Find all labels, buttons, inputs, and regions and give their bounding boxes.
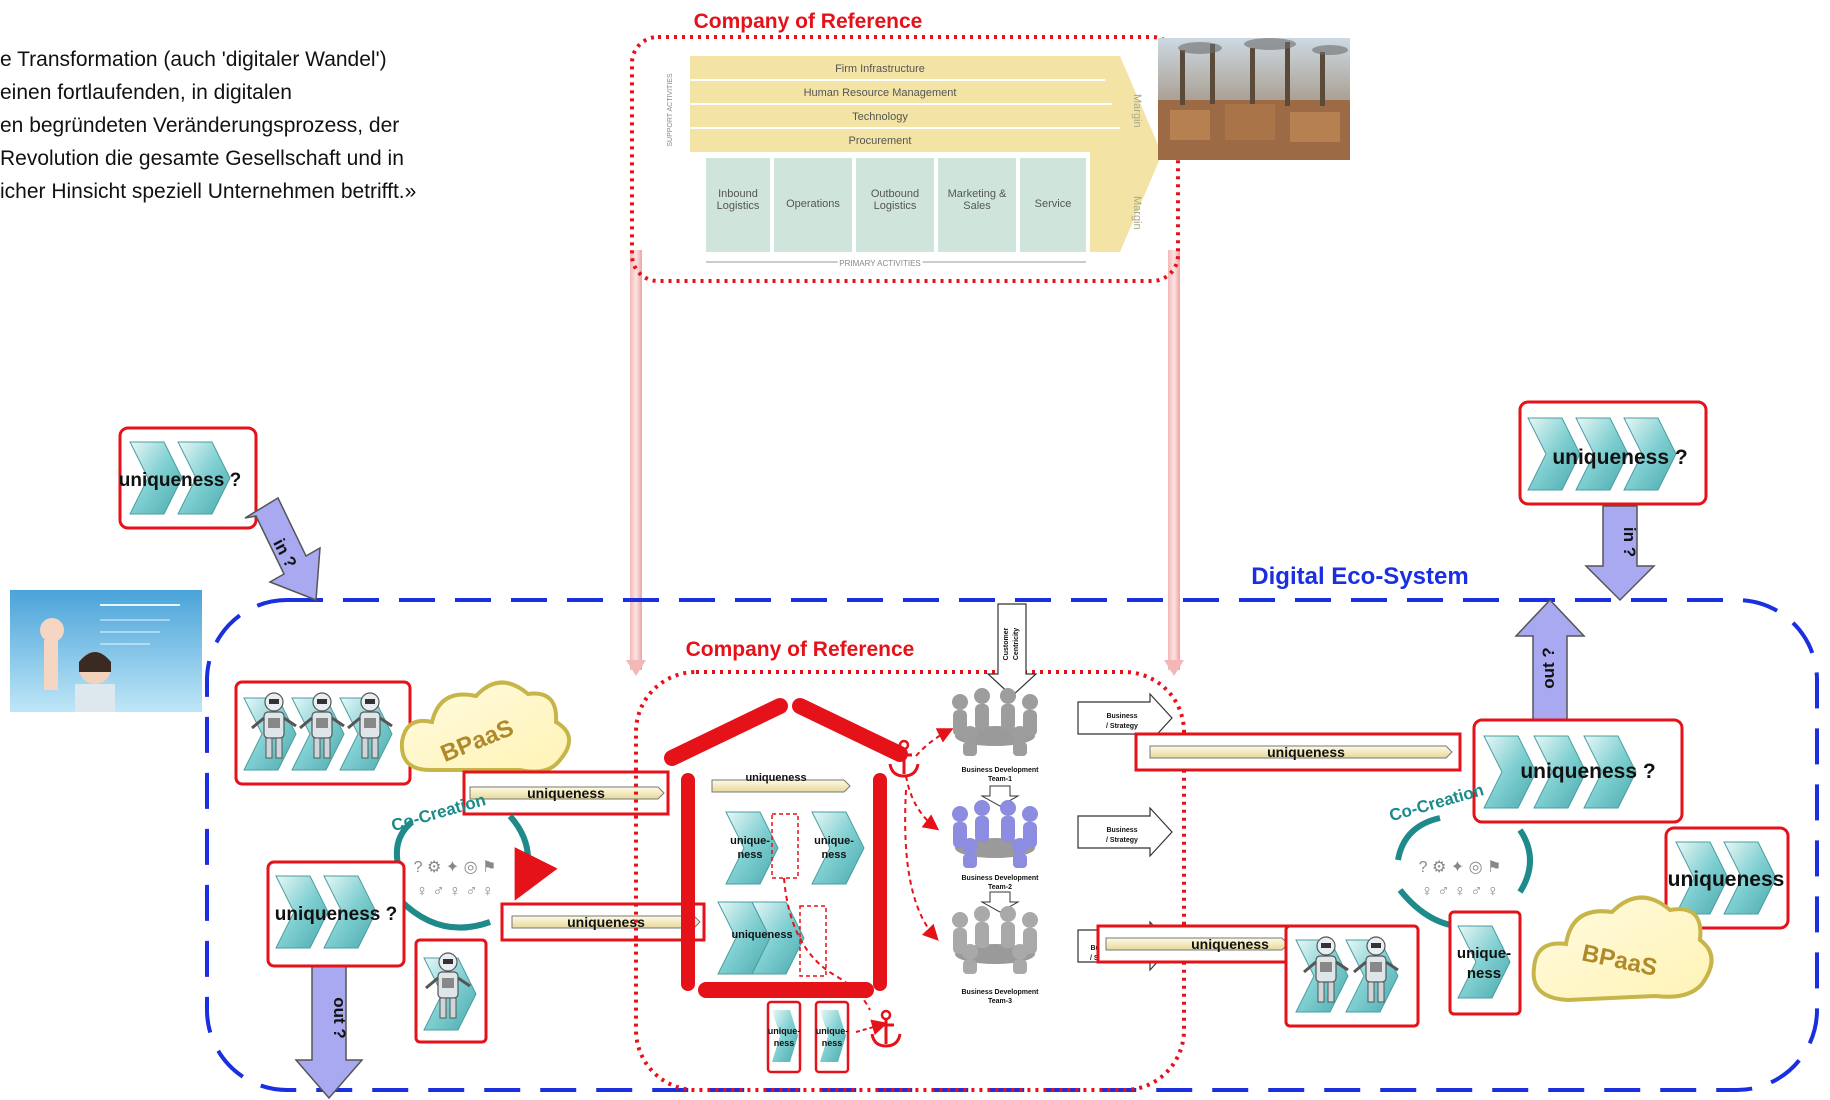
business-label: Business <box>1106 713 1137 720</box>
uniqueness-q-label: uniqueness ? <box>275 904 397 925</box>
uniqueness-label: uniqueness <box>1191 936 1269 952</box>
uniqueness-q-label: uniqueness ? <box>119 470 241 491</box>
centricity-label: Centricity <box>1013 628 1020 660</box>
robot-chevrons-left <box>234 680 412 786</box>
strategy-label: / Strategy <box>1106 723 1138 730</box>
business-strategy-arrow-1: Business / Strategy <box>1077 692 1173 744</box>
unique-ness-box-bottom-1: unique- ness <box>766 1000 802 1074</box>
bpaas-cloud-left: BPaaS <box>399 680 571 774</box>
uniqueness-bar-right-2: uniqueness <box>1096 924 1298 964</box>
pillar-right <box>1168 250 1180 670</box>
quote-line: einen fortlaufenden, in digitalen <box>0 81 292 104</box>
svg-text:♀ ♂ ♀ ♂ ♀: ♀ ♂ ♀ ♂ ♀ <box>416 883 494 900</box>
bd-team-2-label: Team-2 <box>988 884 1012 891</box>
uniqueness-label: uniqueness <box>1668 868 1785 891</box>
uniqueness-box-topleft: uniqueness ? <box>118 426 258 530</box>
vc-primary-item: Marketing & Sales <box>947 188 1007 212</box>
svg-text:? ⚙ ✦ ◎ ⚑: ? ⚙ ✦ ◎ ⚑ <box>414 859 497 876</box>
out-q-label: out ? <box>330 997 349 1039</box>
uniqueness-label: uniqueness <box>567 914 645 930</box>
unique-ness-label: ness <box>774 1038 795 1048</box>
vc-support-item: Human Resource Management <box>804 87 957 99</box>
unique-ness-label: unique- <box>1457 945 1511 962</box>
unique-ness-label: ness <box>1467 965 1501 982</box>
quote-line: en begründeten Veränderungsprozess, der <box>0 114 400 137</box>
team-2: Business Development Team-2 <box>952 800 1039 891</box>
primary-activities-label: PRIMARY ACTIVITIES <box>839 259 921 268</box>
bd-team-1-label: Business Development <box>961 767 1039 774</box>
unique-ness-label: unique- <box>768 1026 801 1036</box>
uniqueness-label: uniqueness <box>731 929 792 941</box>
unique-ness-box-right: unique- ness <box>1448 910 1522 1016</box>
support-activities-label: SUPPORT ACTIVITIES <box>667 73 674 147</box>
margin-label: Margin <box>1131 94 1143 128</box>
uniqueness-bar-right-1: uniqueness <box>1134 732 1462 772</box>
unique-ness-box-bottom-2: unique- ness <box>814 1000 850 1074</box>
in-arrow-right: in ? <box>1584 505 1656 602</box>
uniqueness-box-topright: uniqueness ? <box>1518 400 1708 506</box>
robot-chevrons-right <box>1284 924 1420 1028</box>
customer-label: Customer <box>1003 627 1010 660</box>
uniqueness-label: uniqueness <box>1267 744 1345 760</box>
business-strategy-arrow-2: Business / Strategy <box>1077 806 1173 858</box>
vc-support-item: Technology <box>852 111 908 123</box>
in-q-label: in ? <box>1620 527 1639 557</box>
unique-ness-label: unique- <box>816 1026 849 1036</box>
margin-label: Margin <box>1131 196 1143 230</box>
uniqueness-box-far-right: uniqueness <box>1664 826 1790 930</box>
uniqueness-box-right: uniqueness ? <box>1472 718 1684 824</box>
team-3: Business Development Team-3 <box>952 906 1039 1005</box>
in-arrow-left: in ? <box>244 496 321 602</box>
quote-line: e Transformation (auch 'digitaler Wandel… <box>0 48 387 71</box>
quote-line: icher Hinsicht speziell Unternehmen betr… <box>0 180 417 203</box>
bd-team-3-label: Team-3 <box>988 998 1012 1005</box>
robot-single-left <box>414 938 488 1044</box>
bd-team-3-label: Business Development <box>961 989 1039 996</box>
uniqueness-bar-left-2: uniqueness <box>500 902 706 942</box>
out-arrow-right: out ? <box>1514 598 1586 721</box>
unique-ness-label: ness <box>822 1038 843 1048</box>
vc-primary-item: Outbound Logistics <box>870 188 920 212</box>
customer-centricity-arrow: Customer Centricity <box>986 603 1038 697</box>
company-top-title: Company of Reference <box>694 10 923 33</box>
uniqueness-box-left: uniqueness ? <box>266 860 406 968</box>
vc-primary-item: Service <box>1034 198 1072 210</box>
unique-ness-label: unique- <box>730 835 770 847</box>
company-inner-frame <box>634 670 1186 1092</box>
uniqueness-q-label: uniqueness ? <box>1520 760 1655 783</box>
unique-ness-label: ness <box>737 849 762 861</box>
uniqueness-label: uniqueness <box>527 785 605 801</box>
pillar-left <box>630 250 642 670</box>
person-touchscreen-image <box>10 590 202 712</box>
out-q-label: out ? <box>1539 647 1558 689</box>
vc-support-item: Procurement <box>849 135 912 147</box>
out-arrow-left: out ? <box>294 961 364 1100</box>
factory-image <box>1158 38 1350 160</box>
uniqueness-label: uniqueness <box>745 772 806 784</box>
house-frame: uniqueness unique- ness unique- ness uni… <box>664 698 908 1011</box>
anchor-icon <box>870 1009 902 1048</box>
svg-text:? ⚙ ✦ ◎ ⚑: ? ⚙ ✦ ◎ ⚑ <box>1419 859 1502 876</box>
company-inner-title: Company of Reference <box>686 638 915 661</box>
uniqueness-q-label: uniqueness ? <box>1552 446 1687 469</box>
strategy-label: / Strategy <box>1106 837 1138 844</box>
svg-text:♀ ♂ ♀ ♂ ♀: ♀ ♂ ♀ ♂ ♀ <box>1421 883 1499 900</box>
team-1: Business Development Team-1 <box>952 688 1039 783</box>
bpaas-cloud-right: BPaaS <box>1531 895 1714 1003</box>
bd-team-1-label: Team-1 <box>988 776 1012 783</box>
vc-primary-item: Operations <box>786 198 840 210</box>
bd-team-2-label: Business Development <box>961 875 1039 882</box>
definition-quote: e Transformation (auch 'digitaler Wandel… <box>0 43 600 208</box>
vc-support-item: Firm Infrastructure <box>835 63 925 75</box>
vc-primary-item: Inbound Logistics <box>716 188 760 212</box>
unique-ness-label: ness <box>821 849 846 861</box>
quote-line: Revolution die gesamte Gesellschaft und … <box>0 147 404 170</box>
value-chain: SUPPORT ACTIVITIES Firm Infrastructure H… <box>667 56 1162 270</box>
unique-ness-label: unique- <box>814 835 854 847</box>
business-label: Business <box>1106 827 1137 834</box>
ecosystem-title: Digital Eco-System <box>1251 563 1468 590</box>
